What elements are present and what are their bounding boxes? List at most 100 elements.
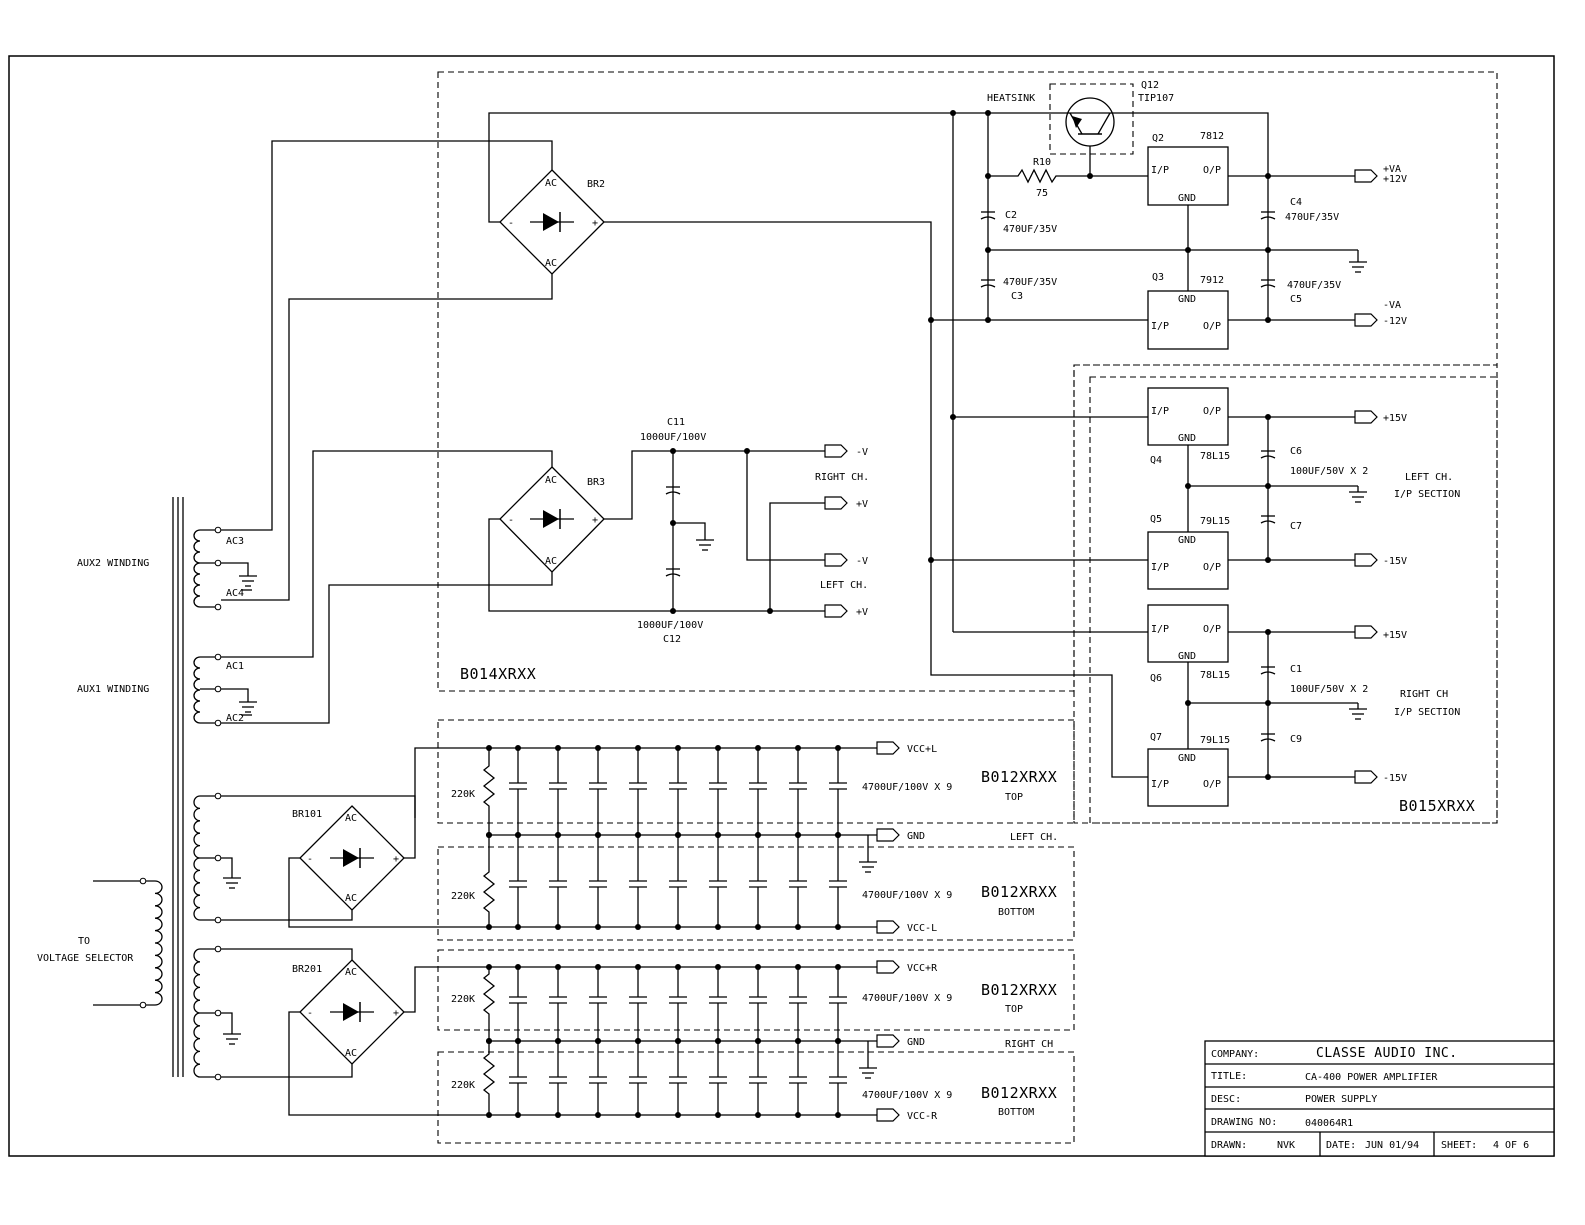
- br201-plus: +: [393, 1008, 399, 1019]
- bank-bottom-right-capacitor: [549, 1038, 567, 1118]
- c5-value: 470UF/35V: [1287, 280, 1341, 291]
- bottom-label-right: BOTTOM: [998, 1107, 1034, 1118]
- filter-bank-wiring: [288, 747, 878, 1116]
- bridge-br3: [499, 466, 605, 573]
- c4-value: 470UF/35V: [1285, 212, 1339, 223]
- br3-minus: -: [508, 515, 514, 526]
- q5-label: Q5: [1150, 514, 1162, 525]
- ac1-label: AC1: [226, 661, 244, 672]
- br201-label: BR201: [292, 964, 322, 975]
- bank-top-right-capacitor: [789, 964, 807, 1044]
- br3-ac-bottom: AC: [545, 556, 557, 567]
- br101-ac-top: AC: [345, 813, 357, 824]
- q4-ip: I/P: [1151, 406, 1169, 417]
- regulator-q5: [1147, 531, 1229, 590]
- bank-top-left-capacitor: [549, 745, 567, 838]
- r10-label: R10: [1033, 157, 1051, 168]
- bank-top-right-capacitor: [509, 964, 527, 1044]
- bank-bottom-left-capacitor: [709, 832, 727, 930]
- bank-top-left-capacitor: [829, 745, 847, 838]
- c5-label: C5: [1290, 294, 1302, 305]
- q3-label: Q3: [1152, 272, 1164, 283]
- ac3-label: AC3: [226, 536, 244, 547]
- br3-ac-top: AC: [545, 475, 557, 486]
- br2-ac-top: AC: [545, 178, 557, 189]
- cap-bank-value-4: 4700UF/100V X 9: [862, 1090, 952, 1101]
- va-neg-label: -VA: [1383, 300, 1401, 311]
- c7-label: C7: [1290, 521, 1302, 532]
- br3-plus: +: [592, 515, 598, 526]
- n15-left: -15V: [1383, 556, 1407, 567]
- br101-plus: +: [393, 854, 399, 865]
- vcc-pos-r-label: VCC+R: [907, 963, 938, 974]
- voltage-selector-label: VOLTAGE SELECTOR: [37, 953, 134, 964]
- q7-part: 79L15: [1200, 735, 1230, 746]
- vcc-neg-r-label: VCC-R: [907, 1111, 938, 1122]
- c9-label: C9: [1290, 734, 1302, 745]
- vcc-neg-l-label: VCC-L: [907, 923, 937, 934]
- regulator-q3: [1147, 290, 1229, 350]
- aux1-winding-label: AUX1 WINDING: [77, 684, 149, 695]
- module-b012-top-left: B012XRXX: [981, 768, 1057, 786]
- bank-top-left-capacitor: [709, 745, 727, 838]
- r220k-3: 220K: [451, 994, 475, 1005]
- bank-bottom-left-capacitor: [589, 832, 607, 930]
- ac2-label: AC2: [226, 713, 244, 724]
- bank-top-left-capacitor: [629, 745, 647, 838]
- bank-bottom-left-capacitor: [549, 832, 567, 930]
- q7-label: Q7: [1150, 732, 1162, 743]
- neg-v-right: -V: [856, 447, 868, 458]
- bank-bottom-right-capacitor: [629, 1038, 647, 1118]
- br2-label: BR2: [587, 179, 605, 190]
- drawn-label: DRAWN:: [1211, 1140, 1247, 1151]
- q3-ip: I/P: [1151, 321, 1169, 332]
- bank-top-left-capacitor: [669, 745, 687, 838]
- c1-label: C1: [1290, 664, 1302, 675]
- br2-ac-bottom: AC: [545, 258, 557, 269]
- q6-label: Q6: [1150, 673, 1162, 684]
- regulator-q7: [1147, 748, 1229, 807]
- p15-left: +15V: [1383, 413, 1407, 424]
- v12-neg-label: -12V: [1383, 316, 1407, 327]
- br101-ac-bottom: AC: [345, 893, 357, 904]
- p15-right: +15V: [1383, 630, 1407, 641]
- left-ch-label: LEFT CH.: [820, 580, 868, 591]
- title-value: CA-400 POWER AMPLIFIER: [1305, 1072, 1438, 1083]
- bank-bottom-right-capacitor: [709, 1038, 727, 1118]
- module-b012-top-right: B012XRXX: [981, 981, 1057, 999]
- q7-op: O/P: [1203, 779, 1221, 790]
- gnd-r-label: GND: [907, 1037, 925, 1048]
- bank-bottom-right-capacitor: [669, 1038, 687, 1118]
- q2-label: Q2: [1152, 133, 1164, 144]
- date-value: JUN 01/94: [1365, 1140, 1419, 1151]
- va-pos-label: +VA: [1383, 164, 1401, 175]
- pos-v-right: +V: [856, 499, 868, 510]
- bridge-br2: [499, 169, 605, 275]
- desc-label: DESC:: [1211, 1094, 1241, 1105]
- ip-left-section-label: I/P SECTION: [1394, 489, 1460, 500]
- ip-right-section-label: I/P SECTION: [1394, 707, 1460, 718]
- aux-wiring: [221, 140, 553, 1078]
- q12-label: Q12: [1141, 80, 1159, 91]
- q6-gnd: GND: [1178, 651, 1196, 662]
- neg-v-left: -V: [856, 556, 868, 567]
- q4-label: Q4: [1150, 455, 1162, 466]
- module-b014: B014XRXX: [460, 665, 536, 683]
- br2-rails: [488, 110, 1269, 778]
- title-block: [1204, 1040, 1555, 1157]
- drawn-value: NVK: [1277, 1140, 1295, 1151]
- v12-pos-label: +12V: [1383, 174, 1407, 185]
- bank-bottom-right-capacitor: [749, 1038, 767, 1118]
- br201-ac-top: AC: [345, 967, 357, 978]
- c12-value: 1000UF/100V: [637, 620, 703, 631]
- bank-top-right-capacitor: [709, 964, 727, 1044]
- company-label: COMPANY:: [1211, 1049, 1259, 1060]
- r10-value: 75: [1036, 188, 1048, 199]
- heatsink-label: HEATSINK: [987, 93, 1035, 104]
- bank-bottom-right-capacitor: [789, 1038, 807, 1118]
- regulator-wiring: [980, 97, 1368, 323]
- q6-op: O/P: [1203, 624, 1221, 635]
- title-label: TITLE:: [1211, 1071, 1247, 1082]
- q6-ip: I/P: [1151, 624, 1169, 635]
- top-label-right: TOP: [1005, 1004, 1023, 1015]
